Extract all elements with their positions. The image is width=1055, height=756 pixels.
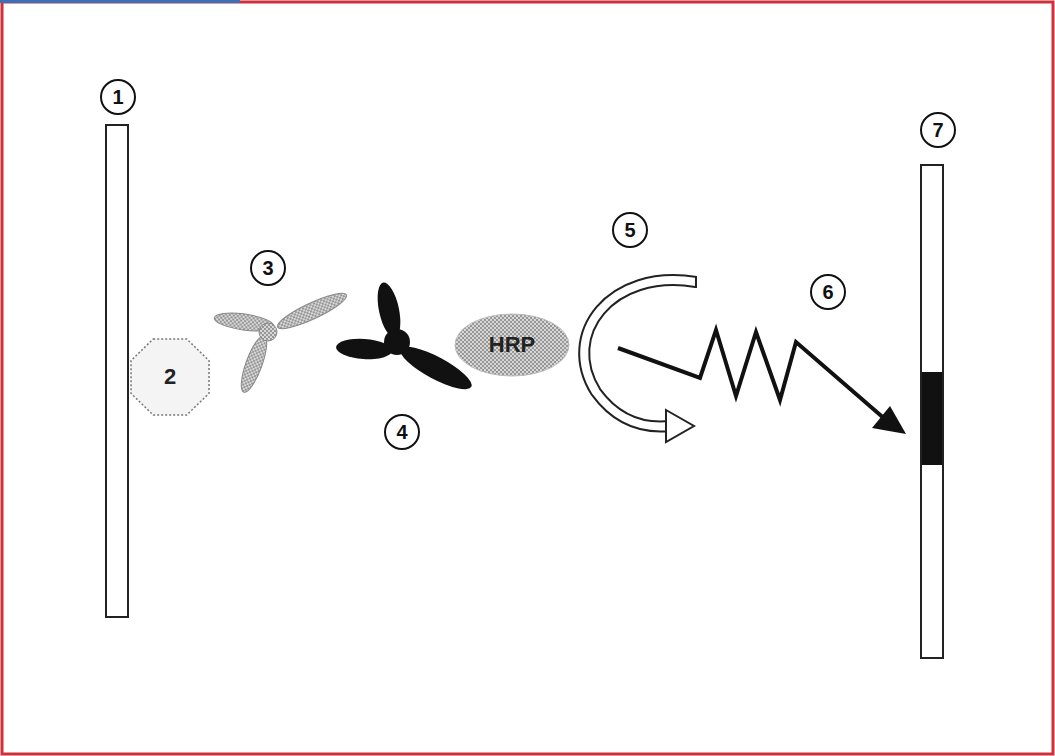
hrp-enzyme: HRP bbox=[454, 313, 570, 377]
callout-number: 3 bbox=[250, 250, 286, 286]
node-label: 2 bbox=[164, 365, 176, 389]
film-strip bbox=[921, 165, 943, 658]
signal-band bbox=[922, 372, 942, 465]
node-label: HRP bbox=[489, 333, 535, 357]
callout-number: 4 bbox=[384, 414, 420, 450]
callout-number: 1 bbox=[100, 79, 136, 115]
antigen-octagon: 2 bbox=[130, 338, 210, 416]
octagon-shape bbox=[131, 339, 209, 415]
frame-tab bbox=[0, 0, 240, 3]
membrane-strip bbox=[106, 125, 128, 617]
callout-number: 7 bbox=[920, 112, 956, 148]
ellipse-shape bbox=[455, 314, 569, 376]
substrate-arrow bbox=[584, 276, 696, 442]
callout-number: 6 bbox=[810, 274, 846, 310]
callout-number: 5 bbox=[612, 212, 648, 248]
light-emission-arrow bbox=[618, 330, 906, 434]
primary-antibody bbox=[213, 288, 350, 395]
secondary-antibody bbox=[335, 281, 476, 397]
